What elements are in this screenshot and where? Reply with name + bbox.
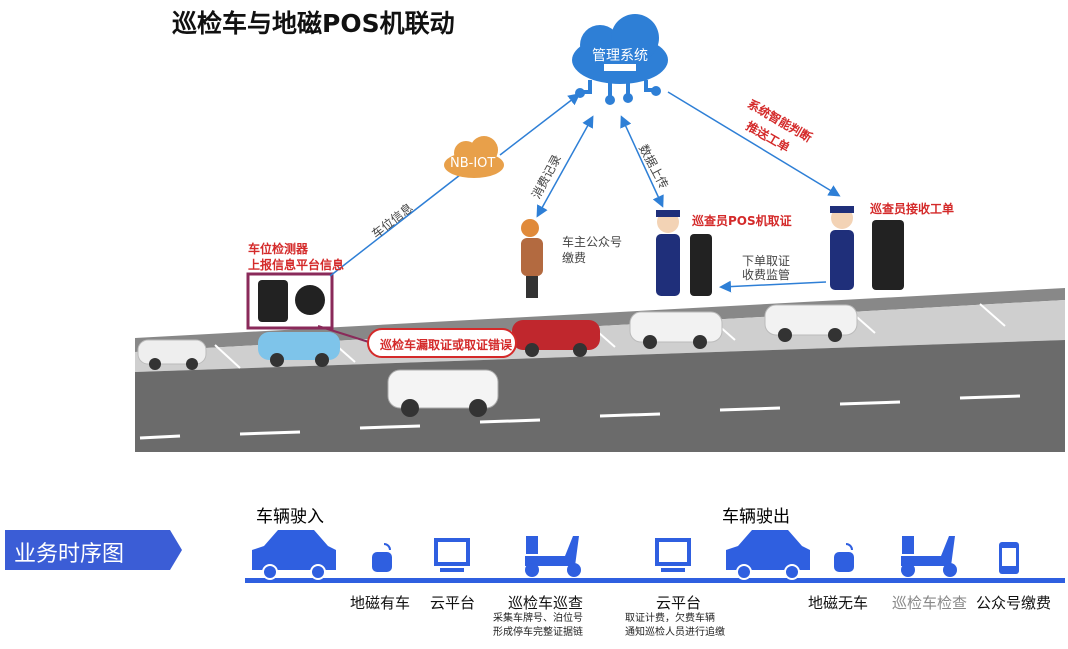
car-owner-figure bbox=[521, 219, 543, 298]
patrol-car bbox=[387, 369, 499, 417]
step-label: 云平台 bbox=[430, 594, 476, 612]
step-label: 云平台 bbox=[656, 594, 702, 612]
detector-title-1: 车位检测器 bbox=[248, 242, 309, 256]
detector-title-2: 上报信息平台信息 bbox=[248, 258, 345, 272]
geomagnetic-sensor-icon bbox=[834, 543, 854, 572]
scooter-icon bbox=[901, 536, 957, 577]
detector-device-icon bbox=[295, 285, 325, 315]
parked-car-red bbox=[512, 320, 600, 357]
management-cloud-icon bbox=[572, 14, 668, 105]
order-label-1: 下单取证 bbox=[742, 254, 791, 268]
error-callout-box bbox=[367, 328, 517, 358]
step-label: 地磁无车 bbox=[808, 594, 869, 612]
monitor-icon bbox=[655, 538, 691, 572]
pos-device-icon bbox=[872, 220, 904, 290]
page-title: 巡检车与地磁POS机联动 bbox=[172, 9, 455, 38]
owner-pay-label-2: 缴费 bbox=[562, 251, 587, 265]
management-label: 管理系统 bbox=[592, 48, 648, 64]
step-sub: 取证计费，欠费车辆 bbox=[625, 613, 715, 624]
nbiot-label: NB-IOT bbox=[450, 156, 496, 171]
patrol-officer-2-figure bbox=[830, 206, 854, 290]
step-sub: 通知巡检人员进行追缴 bbox=[625, 627, 725, 638]
patrol-pos-label: 巡查员POS机取证 bbox=[692, 214, 792, 228]
parked-car-blue bbox=[258, 332, 340, 367]
timeline-banner bbox=[5, 530, 182, 570]
order-label-2: 收费监管 bbox=[742, 268, 791, 282]
geomagnetic-sensor-icon bbox=[372, 543, 392, 572]
parked-car-white-3 bbox=[764, 304, 858, 342]
car-icon bbox=[252, 530, 336, 580]
vehicle-exit-label: 车辆驶出 bbox=[722, 507, 790, 527]
owner-pay-label-1: 车主公众号 bbox=[562, 235, 623, 249]
step-sub: 采集车牌号、泊位号 bbox=[493, 613, 583, 624]
detector-device-icon bbox=[258, 280, 288, 322]
nbiot-cloud-icon bbox=[444, 136, 504, 178]
phone-qr-icon bbox=[999, 542, 1019, 574]
parked-car-white-2 bbox=[629, 311, 723, 349]
car-icon bbox=[726, 530, 810, 580]
error-callout-label: 巡检车漏取证或取证错误 bbox=[380, 338, 513, 352]
vehicle-enter-label: 车辆驶入 bbox=[256, 507, 324, 527]
parked-car-white-1 bbox=[137, 339, 207, 370]
step-label: 地磁有车 bbox=[350, 594, 411, 612]
step-label: 巡检车巡查 bbox=[508, 594, 584, 612]
patrol-officer-1-figure bbox=[656, 210, 680, 296]
pos-device-icon bbox=[690, 234, 712, 296]
scooter-icon bbox=[525, 536, 581, 577]
step-sub: 形成停车完整证据链 bbox=[493, 627, 583, 638]
step-label: 公众号缴费 bbox=[976, 594, 1052, 612]
monitor-icon bbox=[434, 538, 470, 572]
step-label: 巡检车检查 bbox=[892, 594, 968, 612]
timeline-banner-label: 业务时序图 bbox=[14, 542, 125, 567]
patrol-receive-label: 巡查员接收工单 bbox=[870, 202, 955, 216]
timeline-axis bbox=[245, 578, 1065, 583]
